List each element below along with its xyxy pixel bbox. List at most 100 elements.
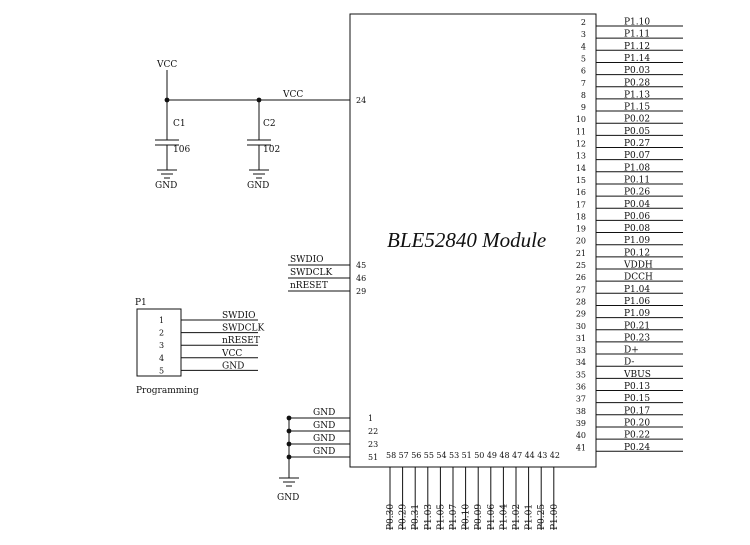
right-pin-number: 15 bbox=[576, 176, 586, 185]
vcc-label-top: VCC bbox=[156, 60, 177, 70]
right-pin-number: 34 bbox=[576, 358, 586, 367]
bottom-pin-net-label: P1.04 bbox=[499, 504, 509, 530]
gnd-pins: GND GND GND GND 1 22 23 51 GND bbox=[277, 408, 378, 503]
right-pin-net-label: P0.15 bbox=[624, 394, 650, 404]
right-pin-net-label: VBUS bbox=[623, 370, 651, 380]
pin-number-24: 24 bbox=[356, 96, 366, 105]
right-pin-net-label: P0.13 bbox=[624, 382, 650, 392]
module-title: BLE52840 Module bbox=[387, 228, 546, 252]
right-pin-number: 10 bbox=[576, 115, 586, 124]
pin-number-22: 22 bbox=[368, 427, 378, 436]
bottom-pin-group: 58P0.3057P0.2956P0.3155P1.0354P1.0553P1.… bbox=[386, 451, 560, 530]
bottom-pin-net-label: P1.01 bbox=[525, 504, 535, 530]
bottom-pin-number: 43 bbox=[537, 451, 547, 460]
right-pin-number: 37 bbox=[576, 395, 586, 404]
gnd-label-23: GND bbox=[313, 434, 335, 444]
gnd-label-22: GND bbox=[313, 421, 335, 431]
right-pin-net-label: P0.22 bbox=[624, 431, 650, 441]
right-pin-number: 41 bbox=[576, 443, 586, 452]
right-pin-net-label: D- bbox=[624, 358, 634, 368]
swdclk-label: SWDCLK bbox=[290, 268, 332, 278]
right-pin-number: 30 bbox=[576, 322, 586, 331]
c2-value: 102 bbox=[263, 145, 280, 155]
right-pin-number: 4 bbox=[581, 42, 586, 51]
right-pin-net-label: P1.06 bbox=[624, 297, 650, 307]
gnd-symbol-label: GND bbox=[277, 493, 299, 503]
bottom-pin-net-label: P1.05 bbox=[436, 504, 446, 530]
bottom-pin-net-label: P1.06 bbox=[487, 504, 497, 530]
right-pin-number: 13 bbox=[576, 152, 586, 161]
connector-pin-net-label: SWDCLK bbox=[222, 324, 264, 334]
bottom-pin-number: 56 bbox=[411, 451, 421, 460]
connector-pin-number: 5 bbox=[159, 366, 164, 375]
right-pin-net-label: P1.09 bbox=[624, 309, 650, 319]
right-pin-number: 7 bbox=[581, 79, 586, 88]
bottom-pin-number: 50 bbox=[474, 451, 484, 460]
connector-pin-number: 4 bbox=[159, 354, 164, 363]
right-pin-net-label: P0.24 bbox=[624, 443, 650, 453]
bottom-pin-number: 51 bbox=[462, 451, 472, 460]
bottom-pin-number: 44 bbox=[525, 451, 535, 460]
right-pin-number: 26 bbox=[576, 273, 586, 282]
right-pin-number: 9 bbox=[581, 103, 586, 112]
connector-pin-number: 1 bbox=[159, 316, 164, 325]
right-pin-net-label: P0.11 bbox=[624, 175, 650, 185]
bottom-pin-number: 49 bbox=[487, 451, 497, 460]
connector-caption: Programming bbox=[136, 386, 199, 396]
module-body bbox=[349, 13, 597, 468]
right-pin-net-label: P0.03 bbox=[624, 66, 650, 76]
right-pin-net-label: P0.12 bbox=[624, 248, 650, 258]
right-pin-number: 36 bbox=[576, 383, 586, 392]
c1-value: 106 bbox=[173, 145, 190, 155]
right-pin-net-label: P1.15 bbox=[624, 103, 650, 113]
nreset-label: nRESET bbox=[290, 281, 328, 291]
pin-number-46: 46 bbox=[356, 274, 366, 283]
right-pin-number: 33 bbox=[576, 346, 586, 355]
right-pin-number: 5 bbox=[581, 54, 586, 63]
bottom-pin-number: 47 bbox=[512, 451, 522, 460]
right-pin-net-label: P0.26 bbox=[624, 188, 650, 198]
connector-pin-net-label: VCC bbox=[221, 349, 242, 359]
right-pin-number: 35 bbox=[576, 370, 586, 379]
c2-gnd-label: GND bbox=[247, 181, 269, 191]
right-pin-net-label: DCCH bbox=[624, 273, 653, 283]
pin-number-45: 45 bbox=[356, 261, 366, 270]
right-pin-number: 11 bbox=[576, 127, 586, 136]
bottom-pin-net-label: P0.10 bbox=[462, 504, 472, 530]
right-pin-number: 29 bbox=[576, 310, 586, 319]
right-pin-number: 8 bbox=[581, 91, 586, 100]
right-pin-number: 19 bbox=[576, 225, 586, 234]
right-pin-net-label: P1.09 bbox=[624, 236, 650, 246]
swdio-label: SWDIO bbox=[290, 255, 324, 265]
connector-ref: P1 bbox=[135, 298, 147, 308]
right-pin-number: 27 bbox=[576, 285, 586, 294]
right-pin-number: 14 bbox=[576, 164, 586, 173]
right-pin-net-label: VDDH bbox=[623, 261, 653, 271]
right-pin-net-label: P0.27 bbox=[624, 139, 650, 149]
power-section: VCC VCC 24 C1 106 GND C2 bbox=[155, 60, 366, 191]
right-pin-net-label: P0.04 bbox=[624, 200, 650, 210]
bottom-pin-net-label: P0.25 bbox=[537, 504, 547, 530]
right-pin-net-label: P0.21 bbox=[624, 321, 650, 331]
c2-ref: C2 bbox=[263, 119, 276, 129]
right-pin-net-label: P0.23 bbox=[624, 333, 650, 343]
right-pin-number: 21 bbox=[576, 249, 586, 258]
right-pin-net-label: P0.08 bbox=[624, 224, 650, 234]
connector-pin-net-label: GND bbox=[222, 361, 244, 371]
right-pin-number: 20 bbox=[576, 237, 586, 246]
right-pin-net-label: P1.13 bbox=[624, 90, 650, 100]
right-pin-number: 18 bbox=[576, 212, 586, 221]
bottom-pin-net-label: P1.02 bbox=[512, 504, 522, 530]
bottom-pin-net-label: P0.29 bbox=[399, 504, 409, 530]
right-pin-net-label: P0.28 bbox=[624, 78, 650, 88]
bottom-pin-number: 42 bbox=[550, 451, 560, 460]
capacitor-c2: C2 102 GND bbox=[247, 100, 280, 191]
connector-pin-number: 3 bbox=[159, 341, 164, 350]
pin-number-29: 29 bbox=[356, 287, 366, 296]
bottom-pin-net-label: P1.03 bbox=[424, 504, 434, 530]
pin-number-23: 23 bbox=[368, 440, 378, 449]
right-pin-number: 3 bbox=[581, 30, 586, 39]
